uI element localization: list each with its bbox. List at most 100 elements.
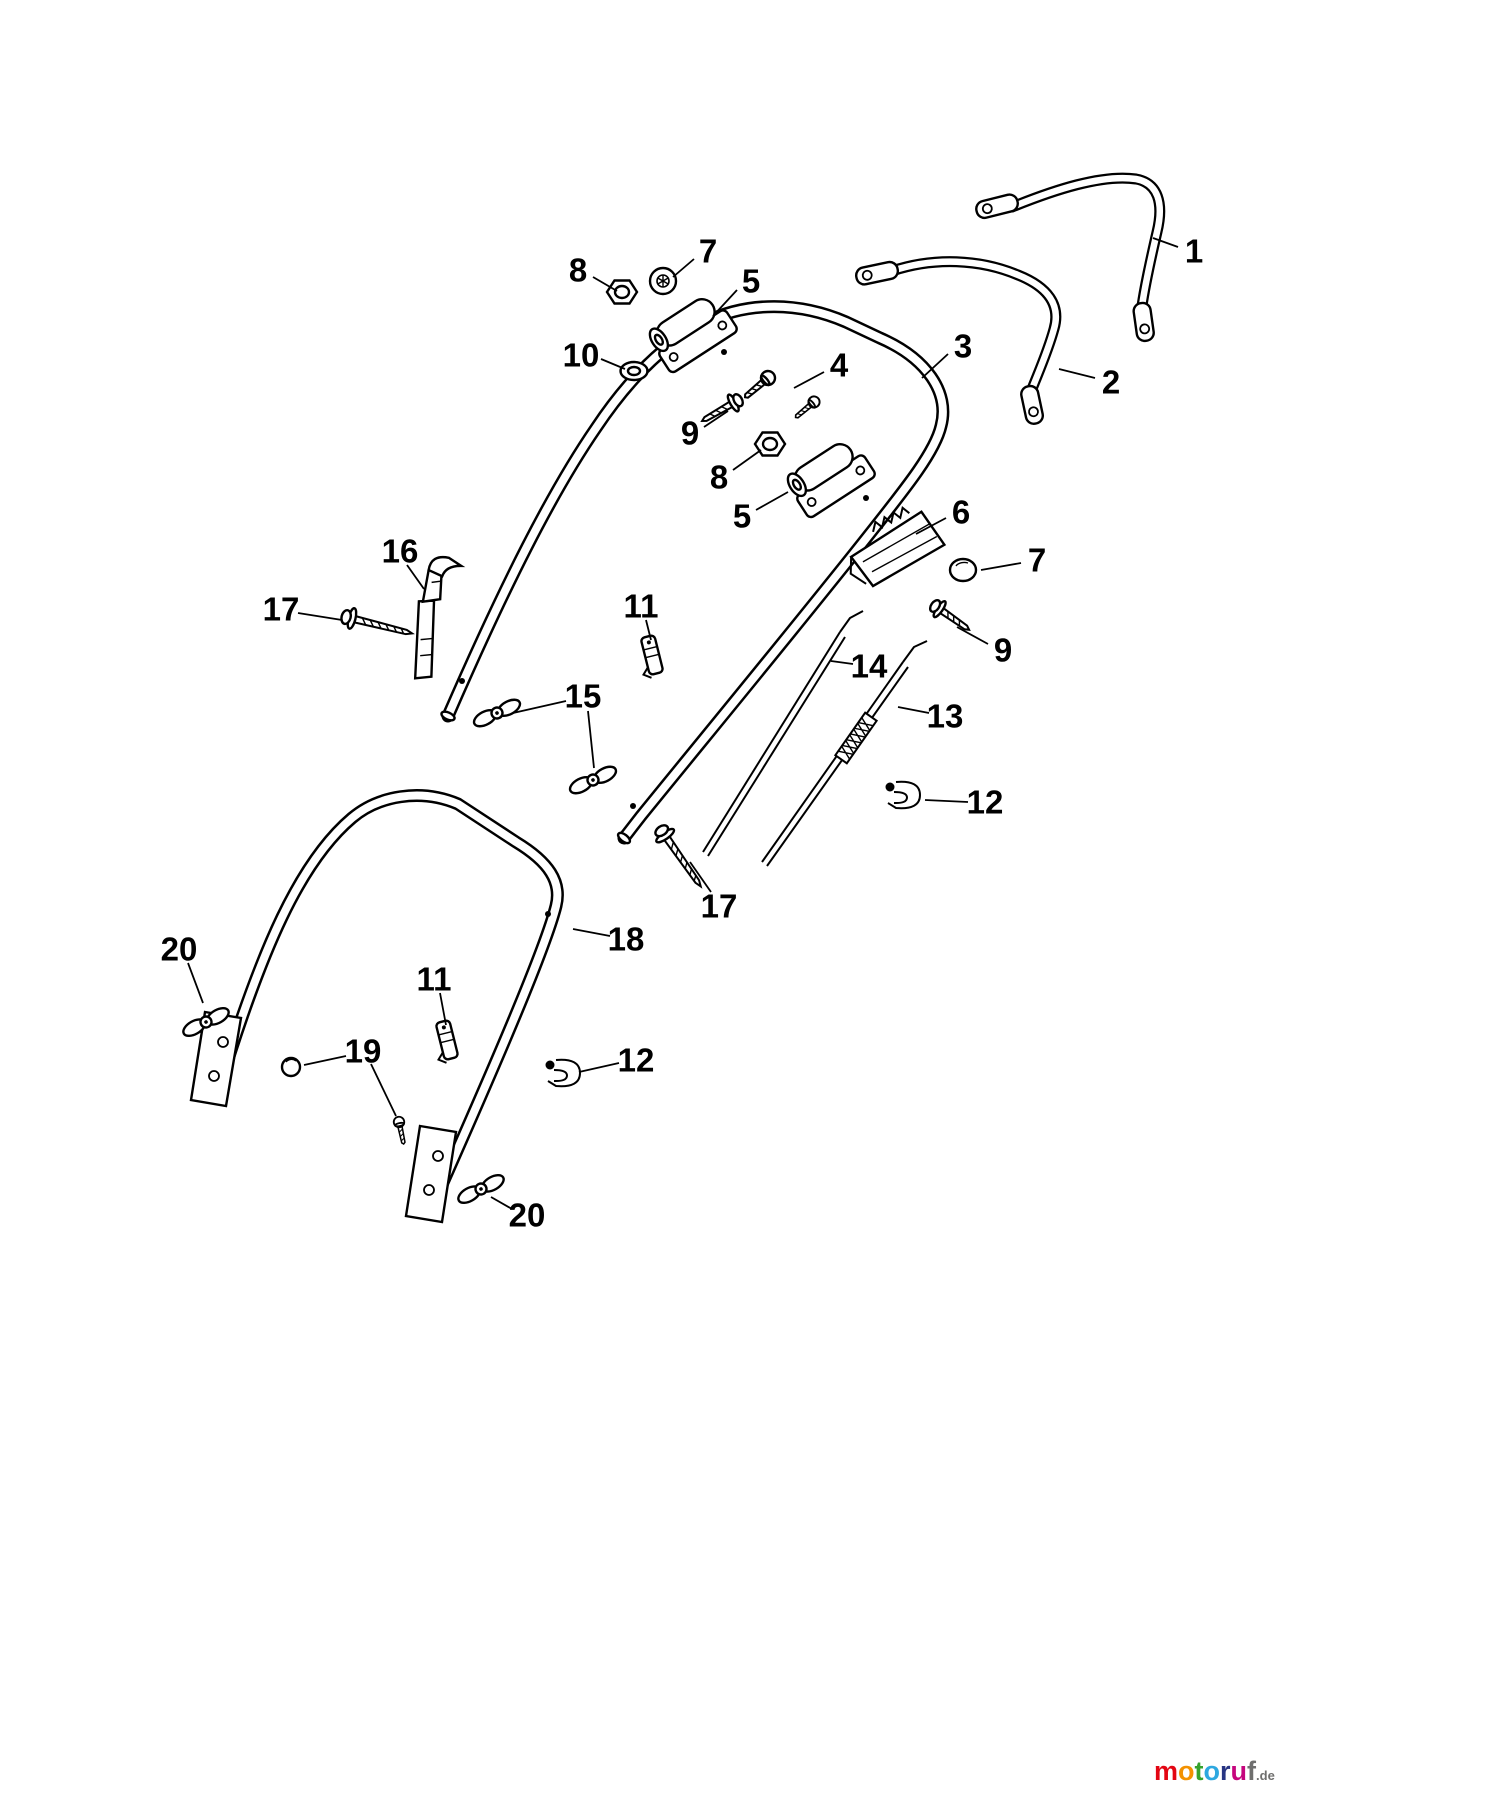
clip-part11-upper	[633, 633, 666, 681]
callout-leader-line	[1058, 368, 1096, 379]
cable-guide-part12-upper	[884, 780, 921, 810]
bail-handle-1	[975, 172, 1166, 343]
brand-letter: r	[1220, 1756, 1231, 1786]
brand-letters: motoruf	[1154, 1756, 1256, 1786]
callout-leader-line	[830, 660, 854, 665]
bail-2-bottom-tab	[1020, 384, 1045, 425]
bowden-cable-13	[761, 640, 928, 867]
part-number-20: 20	[509, 1197, 546, 1234]
callout-leader-line	[897, 706, 930, 714]
part-number-7: 7	[1028, 542, 1046, 579]
part-number-11: 11	[624, 588, 659, 625]
callout-leader-line	[645, 619, 652, 641]
lower-handle-left-plate	[189, 1010, 243, 1108]
flange-nut-part10	[619, 360, 649, 382]
upper-handle-tube	[440, 300, 950, 845]
cap-part7	[948, 557, 978, 583]
part-number-4: 4	[830, 347, 849, 384]
part-number-5: 5	[733, 498, 751, 535]
cable-13-mesh-sleeve	[833, 711, 879, 765]
callout-leader-line	[1152, 237, 1179, 248]
part-number-9: 9	[681, 415, 699, 452]
part-number-20: 20	[161, 931, 198, 968]
cable-guide-part12-lower	[544, 1058, 581, 1088]
site-watermark: motoruf.de	[1154, 1758, 1275, 1785]
part-number-1: 1	[1185, 233, 1203, 270]
part-number-2: 2	[1102, 364, 1120, 401]
part-number-12: 12	[618, 1042, 655, 1079]
hex-nut-part8-upper	[605, 279, 639, 305]
part-number-9: 9	[994, 632, 1012, 669]
part-number-18: 18	[608, 921, 645, 958]
brand-letter: f	[1247, 1756, 1257, 1786]
part-number-7: 7	[699, 233, 717, 270]
callout-leader-line	[956, 626, 989, 645]
part-number-17: 17	[701, 888, 738, 925]
throttle-lever-part16	[413, 555, 466, 680]
screw-part9-lower	[925, 594, 976, 639]
bail-handle-2	[855, 256, 1062, 425]
callout-leader-line	[600, 358, 626, 370]
part-number-6: 6	[952, 494, 970, 531]
clip-part11-lower	[428, 1018, 461, 1066]
callout-leader-line	[712, 289, 738, 317]
bail-1-left-tab	[975, 193, 1019, 220]
part-number-8: 8	[710, 459, 728, 496]
brand-letter: o	[1203, 1756, 1221, 1786]
callout-leader-line	[689, 861, 712, 893]
part-number-12: 12	[967, 784, 1004, 821]
part-number-14: 14	[851, 648, 888, 685]
callout-leader-line	[587, 710, 595, 769]
callout-leader-line	[490, 1196, 513, 1210]
part-number-17: 17	[263, 591, 300, 628]
part-number-15: 15	[565, 678, 602, 715]
callout-leader-line	[512, 700, 567, 714]
callout-leader-line	[793, 371, 825, 389]
lower-handle-right-plate	[404, 1124, 458, 1224]
bail-1-bottom-tab	[1132, 301, 1155, 343]
screw-part9-upper	[696, 388, 748, 431]
callout-leader-line	[915, 517, 947, 535]
callout-leader-line	[578, 1062, 620, 1073]
brand-letter: u	[1230, 1756, 1248, 1786]
tube-hole-dots	[459, 349, 869, 917]
brand-suffix: .de	[1256, 1768, 1275, 1783]
callout-leader-line	[439, 992, 447, 1026]
upper-tube-right-end	[616, 831, 632, 845]
callout-leader-line	[187, 962, 204, 1004]
brand-letter: o	[1178, 1756, 1195, 1786]
part-number-8: 8	[569, 252, 587, 289]
bolt-part19	[391, 1114, 410, 1146]
callout-leader-line	[924, 799, 969, 803]
part-number-11: 11	[417, 961, 452, 998]
lower-handle-tube	[189, 789, 564, 1224]
part-number-5: 5	[742, 263, 760, 300]
part-number-16: 16	[382, 533, 419, 570]
callout-leader-line	[755, 491, 789, 511]
cable-rod-14	[702, 610, 864, 857]
brand-letter: t	[1194, 1756, 1204, 1786]
bail-2-left-tab	[855, 260, 900, 286]
callout-leader-line	[303, 1055, 347, 1066]
callout-leader-line	[370, 1063, 397, 1117]
carriage-bolt-part4-b	[791, 393, 823, 423]
wing-knob-part15-b	[566, 760, 620, 800]
part-number-3: 3	[954, 328, 972, 365]
callout-leader-line	[406, 564, 425, 590]
part-number-19: 19	[345, 1033, 382, 1070]
plug-part19	[280, 1056, 302, 1078]
torx-screw-part7	[648, 266, 678, 296]
long-screw-part17-upper	[338, 604, 416, 645]
callout-leader-line	[921, 353, 949, 379]
callout-leader-line	[297, 612, 343, 621]
carriage-bolt-part4-a	[739, 366, 780, 404]
part-number-10: 10	[563, 337, 600, 374]
tube-clamp-part5-lower	[782, 433, 878, 521]
callout-leader-line	[732, 449, 762, 471]
callout-leader-line	[672, 258, 695, 278]
callout-leader-line	[703, 410, 729, 428]
callout-leader-line	[980, 562, 1022, 571]
callout-leader-line	[592, 276, 618, 292]
